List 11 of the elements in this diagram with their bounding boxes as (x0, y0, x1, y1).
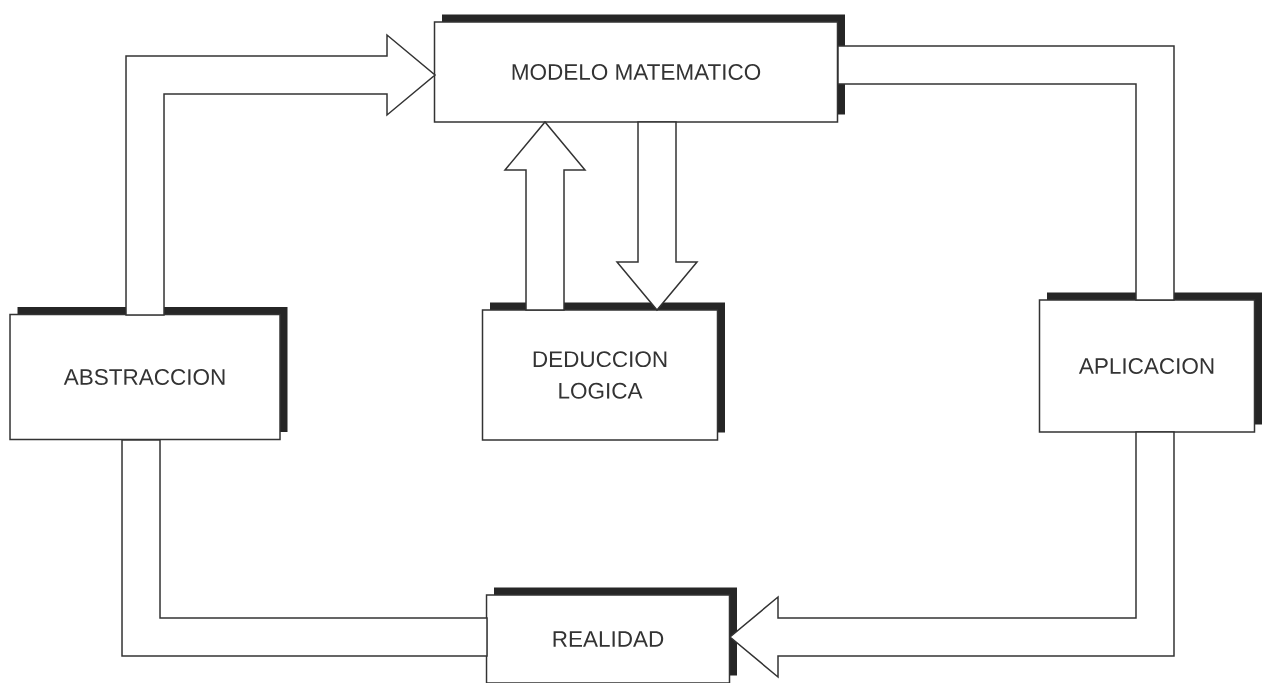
hollow-arrow (121, 439, 488, 657)
process-box: REALIDAD (485, 587, 737, 683)
hollow-arrow (125, 33, 437, 316)
process-box: APLICACION (1038, 292, 1262, 433)
hollow-arrow (837, 45, 1175, 301)
hollow-arrow (728, 431, 1175, 679)
process-box: DEDUCCION LOGICA (481, 302, 725, 441)
process-box: ABSTRACCION (9, 307, 288, 441)
hollow-arrow (503, 120, 587, 311)
hollow-arrow (615, 121, 699, 312)
process-box: MODELO MATEMATICO (433, 14, 845, 123)
